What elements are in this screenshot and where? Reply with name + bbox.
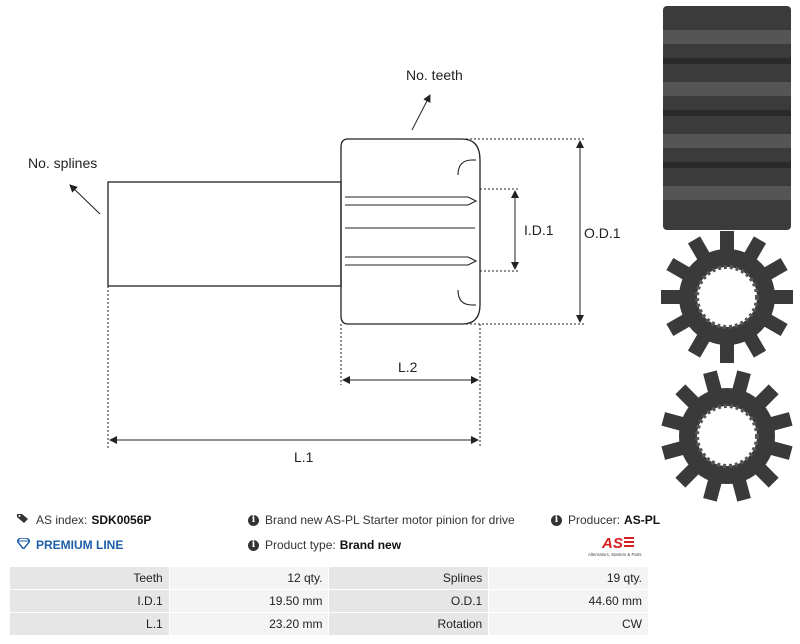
spec-value: 23.20 mm: [168, 612, 330, 636]
diamond-icon: [16, 537, 31, 552]
spec-value: CW: [488, 612, 649, 636]
label-no-splines: No. splines: [28, 155, 97, 171]
splines-pointer-arrow: [69, 184, 101, 215]
teeth-pointer-arrow: [411, 94, 431, 131]
spec-label: Splines: [328, 566, 490, 590]
spec-value: 12 qty.: [168, 566, 330, 590]
spec-value: 44.60 mm: [488, 589, 649, 613]
spec-label: Teeth: [9, 566, 170, 590]
label-id1: I.D.1: [524, 222, 554, 238]
spec-label: O.D.1: [328, 589, 490, 613]
table-row: Teeth 12 qty. Splines 19 qty.: [9, 566, 649, 590]
side-view-photo: [663, 6, 791, 230]
description-row: i Brand new AS-PL Starter motor pinion f…: [248, 513, 515, 527]
as-index-value: SDK0056P: [91, 513, 152, 527]
producer-row: i Producer: AS-PL: [551, 513, 660, 527]
spec-value: 19 qty.: [488, 566, 649, 590]
gear-teeth-lines: [345, 159, 478, 306]
as-index-row: AS index: SDK0056P: [17, 513, 151, 527]
info-icon: i: [248, 539, 259, 551]
specs-table: Teeth 12 qty. Splines 19 qty. I.D.1 19.5…: [9, 566, 649, 636]
premium-line-label: PREMIUM LINE: [36, 538, 124, 552]
label-l2: L.2: [398, 359, 418, 375]
table-row: L.1 23.20 mm Rotation CW: [9, 612, 649, 636]
label-no-teeth: No. teeth: [406, 67, 463, 83]
front-view-photo-1: [661, 231, 793, 363]
product-photos: [661, 6, 793, 502]
as-index-label: AS index:: [36, 513, 88, 527]
info-icon: i: [248, 514, 259, 526]
label-od1: O.D.1: [584, 225, 621, 241]
shaft-outline: [107, 181, 342, 287]
tags-icon: [17, 513, 30, 527]
premium-line-row: PREMIUM LINE: [16, 537, 124, 552]
extension-lines: [107, 138, 585, 448]
spec-value: 19.50 mm: [168, 589, 330, 613]
spec-label: L.1: [9, 612, 170, 636]
producer-value: AS-PL: [624, 513, 661, 527]
info-icon: i: [551, 514, 562, 526]
svg-text:AS: AS: [601, 535, 623, 552]
svg-text:Alternators, Starters & Parts: Alternators, Starters & Parts: [588, 552, 642, 557]
label-l1: L.1: [294, 449, 314, 465]
spec-label: I.D.1: [9, 589, 170, 613]
description-text: Brand new AS-PL Starter motor pinion for…: [265, 513, 515, 527]
as-pl-logo: AS Alternators, Starters & Parts: [588, 535, 642, 557]
table-row: I.D.1 19.50 mm O.D.1 44.60 mm: [9, 589, 649, 613]
product-type-value: Brand new: [339, 538, 402, 552]
product-type-label: Product type:: [265, 538, 336, 552]
front-view-photo-2: [661, 370, 793, 502]
spec-label: Rotation: [328, 612, 490, 636]
product-type-row: i Product type: Brand new: [248, 538, 401, 552]
producer-label: Producer:: [568, 513, 621, 527]
technical-drawing: No. teeth No. splines I.D.1 O.D.1 L.2 L.…: [28, 67, 621, 465]
